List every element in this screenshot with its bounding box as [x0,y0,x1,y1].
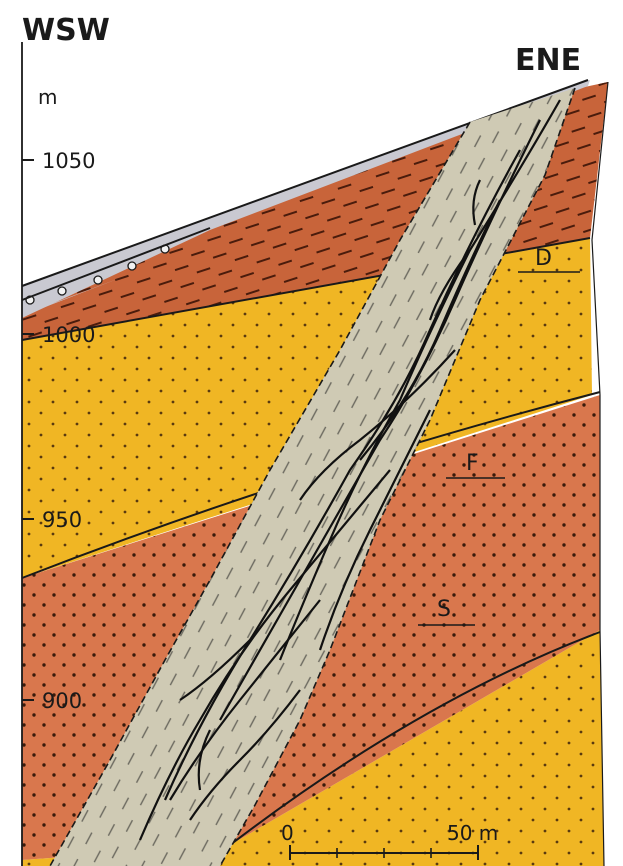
unit-label-f: F [466,451,479,476]
unit-label-d: D [535,246,552,271]
elevation-tick-950: 950 [42,508,82,532]
unit-label-s: S [437,597,451,622]
direction-label-left: WSW [22,13,110,48]
direction-label-right: ENE [515,43,581,78]
elevation-tick-900: 900 [42,689,82,713]
elevation-tick-1000: 1000 [42,323,95,347]
scale-bar-start-label: 0 [281,821,294,845]
elevation-tick-1050: 1050 [42,149,95,173]
scale-bar-end-label: 50 m [447,821,498,845]
elevation-unit-label: m [38,85,57,109]
